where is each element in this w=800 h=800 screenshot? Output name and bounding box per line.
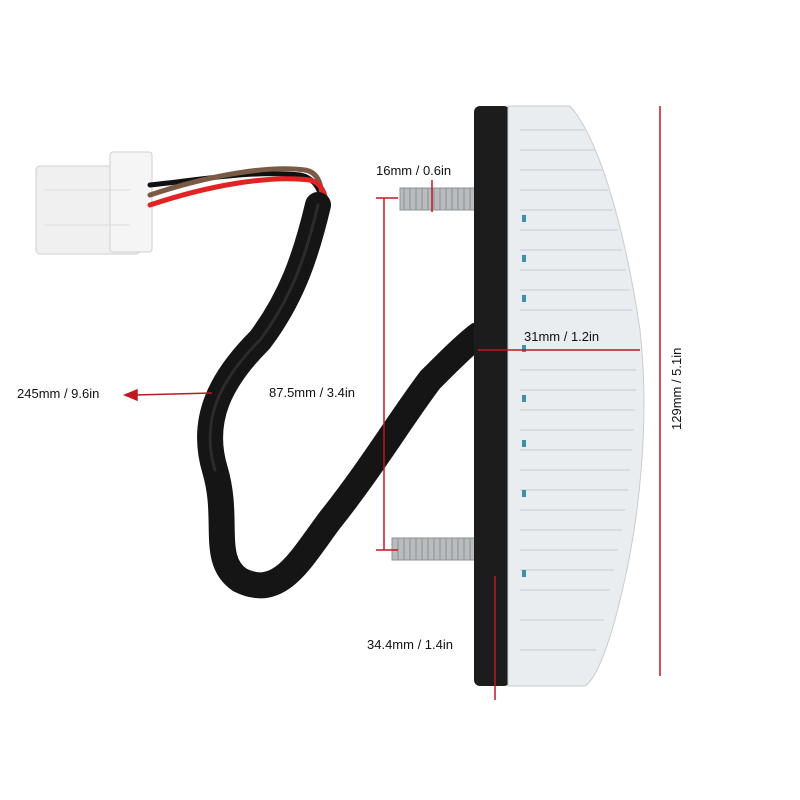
mounting-stud-bottom-icon	[391, 537, 481, 561]
bottom-offset-label: 34.4mm / 1.4in	[367, 637, 453, 652]
stud-spacing-label: 87.5mm / 3.4in	[269, 385, 355, 400]
housing-base	[474, 106, 510, 686]
stud-length-label: 16mm / 0.6in	[376, 163, 452, 178]
led-lens-icon	[507, 105, 645, 687]
connector-plug-icon	[35, 151, 153, 255]
cable-sheath-icon	[197, 192, 491, 599]
wires-icon	[147, 166, 329, 208]
height-label: 129mm / 5.1in	[669, 347, 684, 430]
mounting-stud-top-icon	[399, 187, 481, 211]
depth-label: 31mm / 1.2in	[524, 329, 600, 344]
cable-length-label: 245mm / 9.6in	[17, 386, 100, 401]
dimension-lines	[123, 106, 661, 700]
